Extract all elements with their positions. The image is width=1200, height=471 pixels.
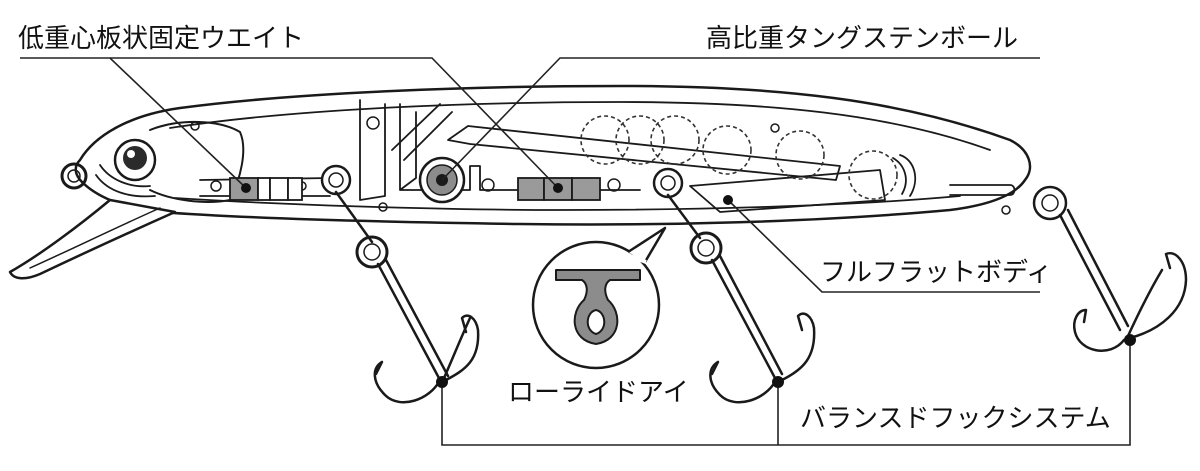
- ball-chamber-frame: [399, 103, 641, 191]
- leader-full-flat: [727, 199, 1040, 293]
- leader-dots: [241, 183, 1136, 388]
- label-balanced-hook-system: バランスドフックシステム: [800, 404, 1111, 434]
- eye-cross-section: [555, 269, 641, 345]
- body-hook-eyes: [320, 164, 1068, 221]
- label-full-flat-body: フルフラットボディ: [820, 258, 1053, 288]
- label-low-ride-eye: ローライドアイ: [508, 378, 689, 408]
- leader-tungsten: [441, 57, 1040, 181]
- rear-slot: [949, 184, 1016, 196]
- tungsten-ball-positions: [580, 115, 898, 200]
- body-outline: [74, 84, 1032, 226]
- body-inner-edge: [169, 101, 991, 151]
- nose-ring: [60, 162, 88, 190]
- treble-hooks: [334, 190, 1188, 404]
- leader-lines: [20, 57, 1131, 446]
- detail-pointer: [627, 226, 667, 263]
- low-ride-eye-detail: [531, 226, 667, 370]
- lure-body: [8, 84, 1032, 280]
- label-fixed-weight: 低重心板状固定ウエイト: [18, 24, 305, 54]
- hook-1-shank: [334, 190, 374, 244]
- hook-2-shank: [666, 193, 702, 240]
- hook-3-shank: [1058, 208, 1130, 332]
- flat-plate: [689, 169, 886, 213]
- body-inner-bottom: [174, 195, 961, 211]
- fixed-plate-weights: [229, 177, 601, 201]
- leader-hook-system: [441, 340, 1131, 446]
- label-tungsten-ball: 高比重タングステンボール: [706, 24, 1019, 54]
- lure-eye: [113, 138, 157, 182]
- leader-fixed-weight-2: [110, 57, 559, 189]
- lure-eye-ball: [123, 146, 147, 170]
